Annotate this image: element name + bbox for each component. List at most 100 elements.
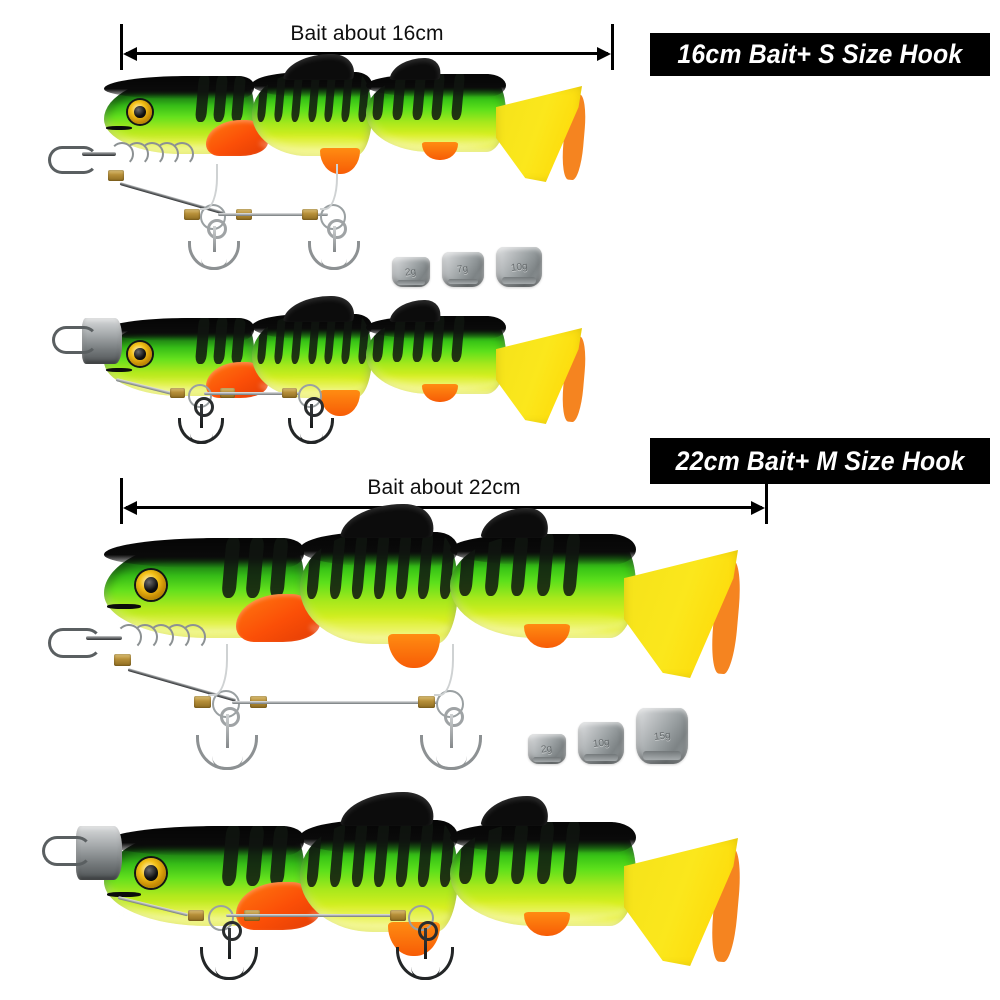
bait-dorsal-fin — [339, 792, 441, 826]
sinker-weight-label: 10g — [592, 736, 610, 750]
brass-crimp — [114, 654, 131, 666]
hook-eyelet — [194, 397, 214, 417]
hook-eyelet — [207, 219, 227, 239]
bait-mouth-line — [106, 368, 132, 372]
bait-belly-gloss — [374, 373, 498, 391]
hook-eyelet — [304, 397, 324, 417]
dimension-16cm-arrow-right — [597, 46, 611, 61]
sinker-slot — [643, 750, 681, 760]
hook-shank — [423, 928, 427, 960]
rig-16cm-loose — [48, 140, 378, 290]
dimension-16cm-line — [126, 52, 608, 55]
sinker-weight: 15g — [636, 708, 688, 764]
hook-eyelet — [444, 707, 464, 727]
banner-16cm-text: 16cm Bait+ S Size Hook — [677, 39, 963, 69]
bait-rear-anal-fin — [422, 384, 458, 402]
banner-22cm-text: 22cm Bait+ M Size Hook — [675, 445, 965, 476]
sinker-slot — [447, 278, 479, 285]
treble-hook — [178, 397, 224, 444]
bait-eye — [128, 342, 152, 366]
brass-crimp — [282, 388, 297, 398]
treble-hook — [200, 921, 258, 980]
hook-shank — [225, 714, 229, 748]
hook-eyelet — [220, 707, 240, 727]
hook-shank — [332, 226, 336, 253]
treble-hook — [188, 219, 240, 270]
hook-shank — [212, 226, 216, 253]
hook-point — [226, 946, 258, 980]
snap-clip — [42, 836, 92, 866]
bait-head-segment — [104, 538, 304, 638]
dimension-22cm-line — [126, 506, 762, 509]
dimension-22cm-arrow-left — [123, 500, 137, 515]
hook-point — [308, 417, 334, 444]
bait-belly-gloss — [461, 610, 625, 634]
bait-back-shading — [104, 826, 304, 856]
banner-16cm: 16cm Bait+ S Size Hook — [650, 33, 990, 76]
banner-22cm: 22cm Bait+ M Size Hook — [650, 438, 990, 484]
hook-eyelet — [327, 219, 347, 239]
bait-22cm-top — [104, 504, 764, 678]
dimension-16cm-tick-left — [120, 24, 123, 70]
hook-point — [198, 417, 224, 444]
stinger-wire — [226, 914, 406, 917]
brass-crimp — [108, 170, 124, 181]
bait-rear-anal-fin — [422, 142, 458, 160]
bait-mouth-line — [107, 892, 141, 897]
bait-rear-anal-fin — [524, 624, 570, 648]
snap-clip — [48, 146, 98, 174]
brass-crimp — [194, 696, 211, 708]
bait-dorsal-fin — [282, 54, 360, 80]
weights-16cm: 2g 7g 10g — [392, 243, 542, 289]
hook-shank — [227, 928, 231, 960]
stinger-pin-upper — [434, 644, 454, 696]
dimension-22cm-tick-left — [120, 478, 123, 524]
snap-shank-wire — [86, 636, 122, 640]
brass-crimp — [184, 209, 200, 220]
snap-clip — [52, 326, 98, 354]
bait-second-dorsal-fin — [389, 58, 445, 80]
bait-rear-segment — [366, 74, 506, 152]
bait-dorsal-fin — [282, 296, 360, 322]
hook-eyelet — [222, 921, 242, 941]
hook-shank — [449, 714, 453, 748]
sinker-weight-label: 15g — [653, 729, 671, 743]
sinker-weight-label: 2g — [540, 742, 554, 756]
hook-point — [422, 946, 454, 980]
brass-crimp — [418, 696, 435, 708]
bait-rear-anal-fin — [524, 912, 570, 936]
brass-crimp — [390, 910, 406, 921]
sinker-slot — [502, 277, 536, 284]
rig-22cm-loose — [48, 620, 518, 790]
hook-shank — [309, 404, 313, 428]
dimension-22cm-label: Bait about 22cm — [367, 476, 521, 499]
bait-22cm-rigged — [42, 792, 764, 980]
snap-clip — [48, 628, 102, 658]
bait-second-dorsal-fin — [480, 796, 554, 826]
hook-point — [224, 734, 258, 770]
bait-rear-segment — [450, 534, 636, 638]
dimension-16cm-label: Bait about 16cm — [290, 22, 444, 45]
bait-eye — [136, 570, 166, 600]
treble-hook — [396, 921, 454, 980]
sinker-slot — [397, 279, 425, 285]
bait-second-dorsal-fin — [480, 508, 554, 538]
dimension-22cm-arrow-right — [751, 500, 765, 515]
bait-mouth-line — [106, 126, 132, 130]
dimension-22cm: Bait about 22cm — [120, 476, 768, 524]
sinker-weight-label: 7g — [456, 263, 470, 276]
sinker-weight: 10g — [496, 247, 542, 287]
sinker-slot — [584, 753, 618, 761]
split-ring — [208, 905, 234, 931]
weights-22cm: 2g 10g 15g — [528, 708, 688, 770]
corkscrew-anchor — [110, 142, 194, 166]
bait-16cm-top — [104, 54, 604, 182]
sinker-weight-label: 2g — [404, 265, 418, 279]
bait-back-shading — [104, 538, 304, 568]
treble-hook — [196, 707, 258, 770]
bait-belly-gloss — [461, 898, 625, 922]
sinker-weight: 2g — [392, 257, 430, 287]
bait-mouth-line — [107, 604, 141, 609]
hook-point — [331, 241, 360, 270]
